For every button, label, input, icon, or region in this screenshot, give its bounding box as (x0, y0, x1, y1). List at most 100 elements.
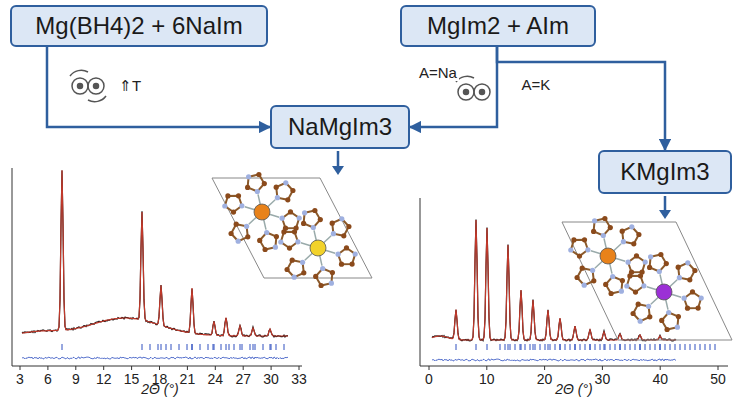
atom (274, 234, 279, 239)
atom (222, 203, 227, 208)
atom (638, 319, 643, 324)
atom (591, 278, 596, 283)
atom (641, 283, 646, 288)
axis-tick (660, 366, 661, 370)
axis-tick (187, 366, 188, 370)
atom (295, 239, 300, 244)
atom (274, 185, 279, 190)
atom (636, 232, 641, 237)
tick-label: 24 (208, 371, 224, 387)
atom (273, 245, 278, 250)
ball-mill-icon (456, 76, 490, 100)
atom (330, 221, 335, 226)
axis-tick (20, 366, 21, 370)
atom (331, 231, 336, 236)
atom (301, 270, 306, 275)
atom (234, 222, 239, 227)
atom (244, 224, 249, 229)
atom (643, 259, 648, 264)
tick-label: 6 (44, 371, 52, 387)
axis-tick (299, 366, 300, 370)
atom (239, 203, 244, 208)
atom (631, 241, 636, 246)
atom (229, 231, 234, 236)
atom (590, 268, 595, 273)
tick-label: 27 (235, 371, 251, 387)
tick-label: 12 (96, 371, 112, 387)
atom (585, 247, 590, 252)
atom (341, 233, 346, 238)
atom (582, 237, 587, 242)
observed-pattern (432, 220, 676, 341)
tick-label: 21 (180, 371, 196, 387)
metal-atom (310, 240, 326, 256)
atom (610, 274, 615, 279)
atom (236, 239, 241, 244)
crystal-structure (212, 172, 732, 340)
compound-name: Mg(BH4)2 + 6NaIm (35, 12, 242, 40)
atom (339, 216, 344, 221)
atom (319, 283, 324, 288)
atom (665, 327, 670, 332)
atom (696, 306, 701, 311)
reflection-ticks (62, 344, 284, 350)
atom (676, 265, 681, 270)
compound-box: MgIm2 + AIm (400, 5, 596, 47)
axis-tick (47, 366, 48, 370)
atom (626, 260, 631, 265)
atom (245, 234, 250, 239)
unit-cell (212, 178, 372, 278)
atom (300, 260, 305, 265)
atom (292, 229, 297, 234)
xrd-pattern (20, 170, 718, 370)
atom (582, 283, 587, 288)
atom (330, 270, 335, 275)
tick-label: 40 (652, 371, 668, 387)
atom (263, 247, 268, 252)
difference-curve (432, 359, 676, 361)
tick-label: 50 (710, 371, 726, 387)
atom (676, 314, 681, 319)
atom (602, 216, 607, 221)
atom (262, 181, 267, 186)
atom (619, 289, 624, 294)
tick-label: 30 (263, 371, 279, 387)
atom (280, 216, 285, 221)
pointer-arrow (337, 151, 340, 168)
compound-name: NaMgIm3 (288, 113, 392, 141)
atom (624, 283, 629, 288)
atom (620, 278, 625, 283)
atom (629, 224, 634, 229)
atom (648, 254, 653, 259)
atom (621, 239, 626, 244)
axis-tick (131, 366, 132, 370)
calculated-pattern (432, 220, 676, 340)
atom (329, 281, 334, 286)
axis-tick (75, 366, 76, 370)
compound-box: KMgIm3 (598, 150, 732, 194)
atom (353, 251, 358, 256)
metal-atom (254, 204, 270, 220)
atom (571, 237, 576, 242)
atom (302, 210, 307, 215)
compound-box: NaMgIm3 (270, 105, 410, 149)
unit-cell (562, 222, 732, 340)
atom (285, 267, 290, 272)
metal-atom (600, 248, 616, 264)
atom (339, 262, 344, 267)
atom (246, 174, 251, 179)
edge-label: ⇑T (117, 77, 143, 95)
tick-label: 0 (425, 371, 433, 387)
difference-curve (22, 357, 288, 359)
arrow-head (659, 210, 671, 219)
reaction-arrow (47, 47, 270, 127)
atom (290, 258, 295, 263)
atom (591, 229, 596, 234)
atom (664, 261, 669, 266)
atom (608, 225, 613, 230)
atom (318, 217, 323, 222)
atom (297, 215, 302, 220)
tick-label: 10 (479, 371, 495, 387)
atom (627, 273, 632, 278)
